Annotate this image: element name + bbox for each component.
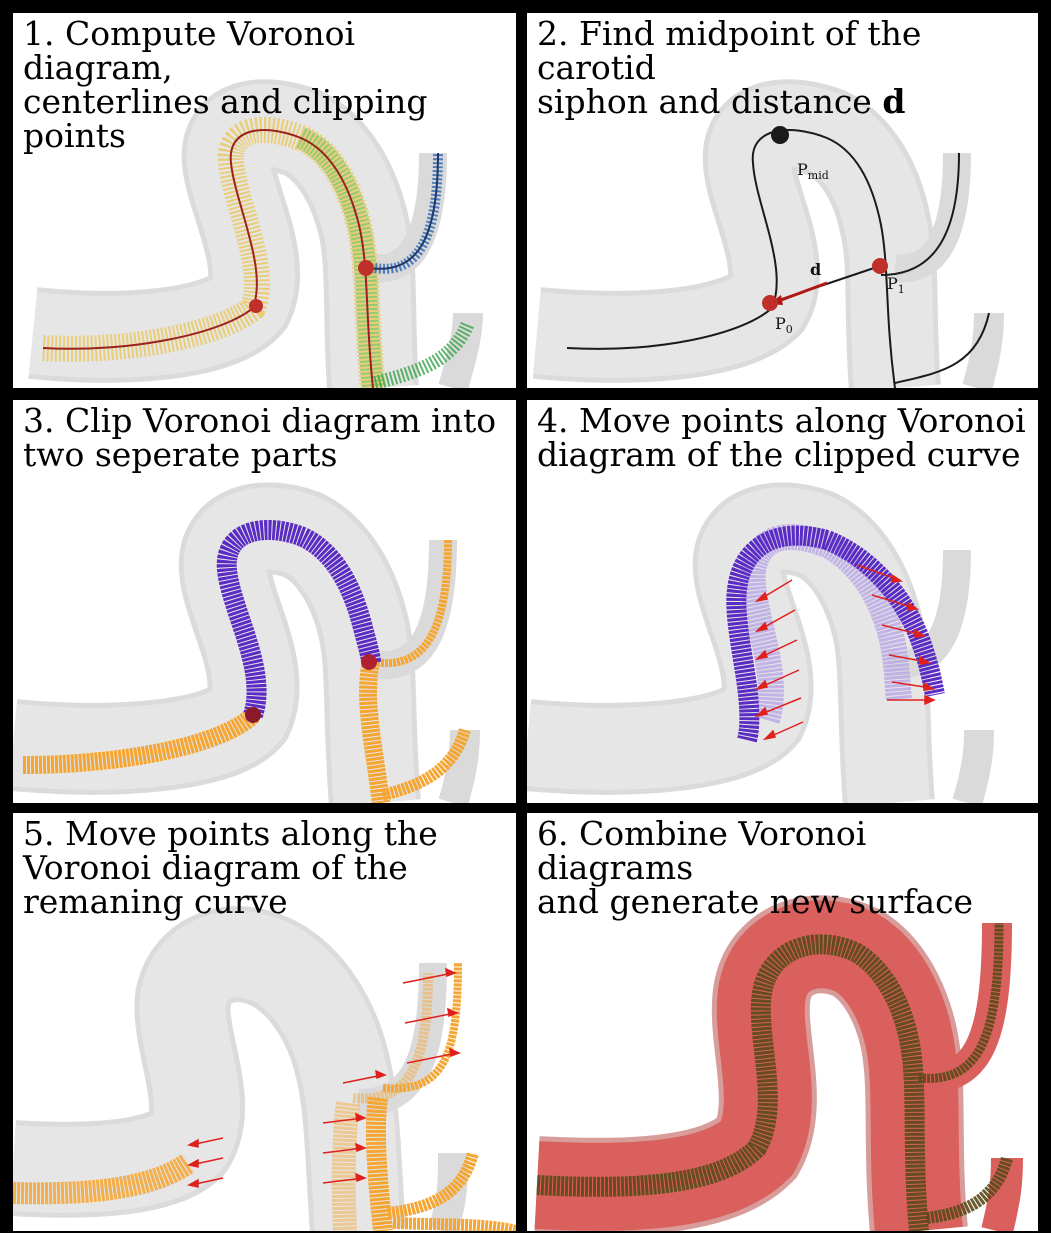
panel-2-caption: 2. Find midpoint of the carotid siphon a… xyxy=(537,17,1030,119)
panel-6: 6. Combine Voronoi diagrams and generate… xyxy=(527,813,1038,1231)
panel-1-caption: 1. Compute Voronoi diagram, centerlines … xyxy=(23,17,508,153)
panel-3: 3. Clip Voronoi diagram into two seperat… xyxy=(13,400,516,803)
panel-4-caption: 4. Move points along Voronoi diagram of … xyxy=(537,404,1030,472)
panel-2-caption-text: 2. Find midpoint of the carotid siphon a… xyxy=(537,14,921,121)
panel-4: 4. Move points along Voronoi diagram of … xyxy=(527,400,1038,803)
panel-5-caption: 5. Move points along the Voronoi diagram… xyxy=(23,817,508,919)
clipping-point-0 xyxy=(249,299,263,313)
label-d: d xyxy=(810,260,821,279)
clip-point-1 xyxy=(361,654,377,670)
panel-5: 5. Move points along the Voronoi diagram… xyxy=(13,813,516,1231)
clipping-point-1 xyxy=(358,260,374,276)
clip-point-0 xyxy=(245,707,261,723)
panel-2-caption-bold: d xyxy=(882,82,905,121)
clip-point-p1 xyxy=(872,258,888,274)
clip-point-p0 xyxy=(762,295,778,311)
panel-6-caption: 6. Combine Voronoi diagrams and generate… xyxy=(537,817,1030,919)
panel-3-caption: 3. Clip Voronoi diagram into two seperat… xyxy=(23,404,508,472)
panel-2: 2. Find midpoint of the carotid siphon a… xyxy=(527,13,1038,388)
midpoint-marker xyxy=(771,126,789,144)
panel-1: 1. Compute Voronoi diagram, centerlines … xyxy=(13,13,516,388)
